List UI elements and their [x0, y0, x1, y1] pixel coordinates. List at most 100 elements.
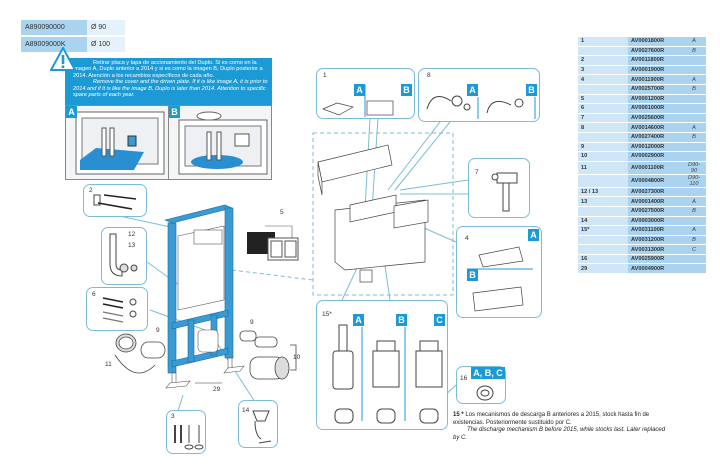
part-number: 15* — [578, 225, 606, 236]
part-number: 12 / 13 — [578, 187, 606, 198]
part-number — [578, 132, 606, 143]
callout-part-14: 14 — [238, 400, 278, 448]
part-spacer — [606, 206, 628, 217]
part-variant: B — [682, 206, 706, 217]
part-number: 2 — [89, 187, 93, 194]
part-spacer — [606, 113, 628, 124]
part-number-13: 13 — [128, 242, 136, 249]
part-number: 16 — [578, 254, 606, 265]
parts-table-row: 5 AV0001200R — [578, 94, 706, 105]
part-code: AV0031200R — [628, 235, 682, 246]
reference-code: A890090000 — [21, 20, 87, 35]
part-number — [578, 84, 606, 95]
callout-part-1: 1 A B — [316, 68, 415, 119]
part-variant — [682, 254, 706, 265]
part-spacer — [606, 244, 628, 255]
part-number: 5 — [578, 94, 606, 105]
part-spacer — [606, 37, 628, 47]
part-code: AV0001000R — [628, 103, 682, 114]
part-spacer — [606, 254, 628, 265]
part-number: 6 — [92, 291, 96, 298]
part-number: 8 — [578, 122, 606, 133]
part-code: AV0001200R — [628, 94, 682, 105]
part-variant: B — [682, 84, 706, 95]
label-part-29: 29 — [213, 386, 221, 393]
part-code: AV0025600R — [628, 113, 682, 124]
footnote-text-en: The discharge mechanism B before 2015, w… — [453, 427, 666, 441]
part-code: AV0004800R — [628, 174, 682, 188]
footnote-text-es: Los mecanismos de descarga B anteriores … — [453, 412, 650, 426]
part-code: AV0003000R — [628, 216, 682, 227]
part-spacer — [606, 55, 628, 66]
footnote-marker: 15 * — [453, 412, 464, 418]
callout-part-3: 3 — [166, 410, 206, 454]
photo-image-b: B — [168, 105, 272, 180]
part-code: AV0027300R — [628, 187, 682, 198]
part-number: 3 — [171, 413, 175, 420]
variant-b-badge: B — [467, 269, 478, 281]
part-number: 10 — [578, 151, 606, 162]
notice-box: Retirar placa y tapa de accionamiento de… — [65, 58, 272, 105]
part-number: 1 — [578, 37, 606, 47]
reference-row: A89009000K Ø 100 — [21, 37, 125, 52]
variant-a-badge: A — [353, 314, 364, 326]
part-variant: B — [682, 46, 706, 57]
part-spacer — [606, 187, 628, 198]
part-spacer — [606, 151, 628, 162]
part-code: AV0004900R — [628, 263, 682, 275]
part-spacer — [606, 132, 628, 143]
callout-part-2: 2 — [83, 184, 147, 217]
label-part-10: 10 — [293, 354, 301, 361]
part-variant: A — [682, 225, 706, 236]
reference-diameter: Ø 90 — [87, 20, 125, 35]
part-spacer — [606, 94, 628, 105]
part-code: AV0001400R — [628, 196, 682, 207]
part-spacer — [606, 216, 628, 227]
callout-part-6: 6 — [86, 287, 148, 331]
part-number — [578, 46, 606, 57]
image-b-badge: B — [169, 106, 180, 118]
part-spacer — [606, 263, 628, 275]
part-spacer — [606, 161, 628, 175]
image-a-badge: A — [66, 106, 77, 118]
part-variant: C — [682, 244, 706, 255]
callout-part-4: 4 A B — [456, 226, 542, 318]
label-part-9-left: 9 — [156, 327, 160, 334]
part-variant: D90-90 — [682, 161, 706, 175]
reference-diameter: Ø 100 — [87, 37, 125, 52]
part-number: 13 — [578, 196, 606, 207]
part-spacer — [606, 103, 628, 114]
part-number: 11 — [578, 161, 606, 175]
part-spacer — [606, 196, 628, 207]
part-5-plate — [247, 225, 299, 261]
parts-table-row: 12 / 13 AV0027300R — [578, 187, 706, 198]
part-variant — [682, 187, 706, 198]
callout-part-16: 16 A, B, C — [456, 366, 506, 404]
part-spacer — [606, 74, 628, 85]
part-number: 16 — [460, 375, 468, 382]
part-spacer — [606, 65, 628, 76]
warning-icon — [50, 47, 76, 71]
part-spacer — [606, 122, 628, 133]
variant-b-badge: B — [526, 84, 537, 96]
part-spacer — [606, 46, 628, 57]
variant-b-badge: B — [401, 84, 412, 96]
flush-valves — [332, 324, 443, 424]
part-variant: A — [682, 74, 706, 85]
notice-text-en: Remove the cover and the driven plate. I… — [73, 79, 268, 99]
part-variant — [682, 65, 706, 76]
variant-b-badge: B — [396, 314, 407, 326]
